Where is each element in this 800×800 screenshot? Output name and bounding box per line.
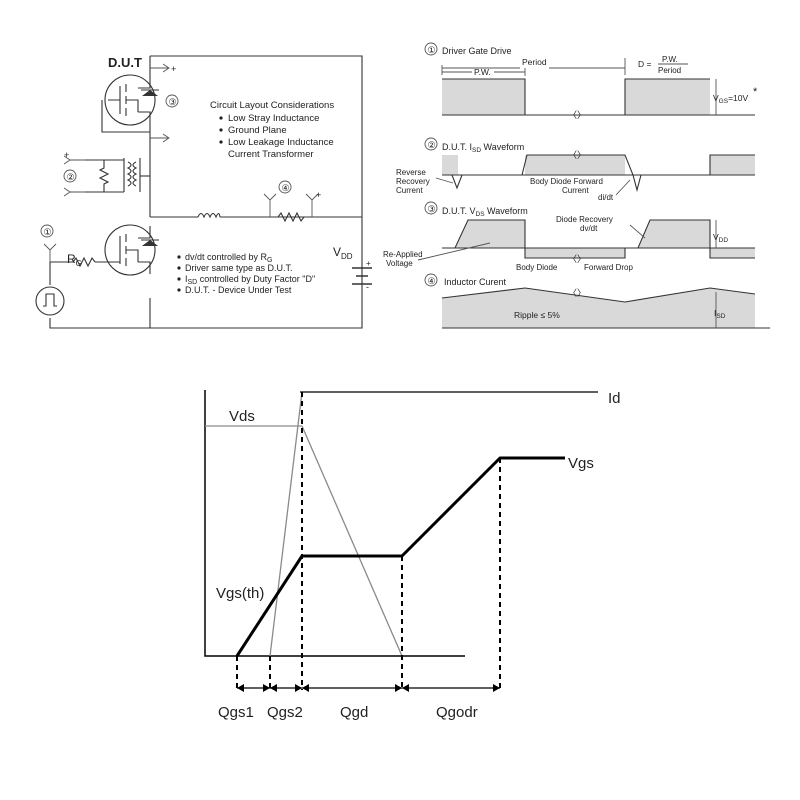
- marker-1: ①: [44, 227, 52, 237]
- svg-text:②: ②: [428, 140, 436, 150]
- svg-text:Current: Current: [562, 186, 589, 195]
- marker-4: ④: [282, 183, 290, 193]
- isd-label: ISD: [714, 308, 726, 320]
- svg-text:Recovery: Recovery: [396, 177, 430, 186]
- svg-text:〈〉: 〈〉: [568, 110, 586, 120]
- diode-recovery-label: Diode Recovery: [556, 215, 613, 224]
- marker-3-circle: [165, 94, 179, 108]
- vdd-label: VDD: [333, 245, 353, 261]
- driver-resistor: [85, 159, 124, 193]
- driver-mosfet: [104, 224, 156, 276]
- gate-charge-diagram: Id Vds Vgs Vgs(th) Qgs1 Qgs2 Qgd Qgodr: [204, 390, 621, 721]
- body-diode-upper: [142, 90, 158, 96]
- isd-wave: [442, 154, 755, 193]
- bullet: [177, 255, 181, 259]
- gate-drive-wave: [442, 78, 755, 116]
- inductor-symbol: [197, 212, 221, 219]
- svg-text:①: ①: [428, 45, 436, 55]
- svg-text:D =: D =: [638, 59, 652, 69]
- bullet: [219, 128, 223, 132]
- vds-wave: [442, 219, 755, 259]
- plus-label: +: [316, 190, 321, 200]
- bullet: [177, 288, 181, 292]
- svg-text:Voltage: Voltage: [386, 259, 413, 268]
- vgs-10v-label: VGS=10V: [713, 93, 748, 105]
- vds-fall: [301, 425, 403, 657]
- consideration-item: Current Transformer: [228, 149, 314, 160]
- reverse-recovery-label: Reverse: [396, 168, 426, 177]
- rg-label: RG: [67, 252, 82, 268]
- vgs-th-label: Vgs(th): [216, 585, 264, 602]
- qgodr-label: Qgodr: [436, 704, 478, 721]
- svg-text:*: *: [753, 86, 758, 98]
- svg-text:Period: Period: [658, 66, 681, 75]
- svg-text:+: +: [171, 64, 176, 74]
- inductor-current-wave: [441, 287, 770, 329]
- bullet: [177, 266, 181, 270]
- marker-1-circle: [40, 224, 54, 238]
- id-label: Id: [608, 390, 621, 407]
- vds-label: Vds: [229, 408, 255, 425]
- gate-drive-title: Driver Gate Drive: [442, 46, 512, 56]
- transformer-coil-left: [126, 161, 132, 187]
- svg-text:+: +: [64, 150, 69, 160]
- test-circuit: + ④ VDD + - + D.U.T ③ + ②: [35, 55, 372, 329]
- consideration-item: Low Stray Inductance: [228, 113, 319, 124]
- vds-waveform-title: D.U.T. VDS Waveform: [442, 206, 528, 218]
- svg-text:Current: Current: [396, 186, 423, 195]
- bullet: [219, 116, 223, 120]
- svg-text:-: -: [366, 282, 369, 292]
- bullet: [177, 277, 181, 281]
- qgs2-label: Qgs2: [267, 704, 303, 721]
- body-diode-drop-label: Body Diode: [516, 263, 558, 272]
- dut-label: D.U.T: [108, 55, 142, 70]
- marker-3: ③: [169, 97, 177, 107]
- svg-text:Forward Drop: Forward Drop: [584, 263, 633, 272]
- considerations-title: Circuit Layout Considerations: [210, 100, 334, 111]
- body-diode-lower: [142, 240, 158, 246]
- inductor-current-title: Inductor Curent: [444, 277, 507, 287]
- qgd-label: Qgd: [340, 704, 368, 721]
- marker-2: ②: [67, 172, 75, 182]
- vdd-label-wave: VDD: [713, 232, 728, 244]
- gc-axes: [204, 390, 465, 657]
- ripple-label: Ripple ≤ 5%: [514, 310, 560, 320]
- resistor-symbol: [268, 211, 315, 223]
- note-item: dv/dt controlled by RG: [185, 252, 273, 264]
- svg-text:〈〉: 〈〉: [568, 150, 586, 160]
- id-rise: [269, 391, 303, 657]
- consideration-item: Low Leakage Inductance: [228, 137, 334, 148]
- marker-2-circle: [63, 169, 77, 183]
- duty-formula: P.W.: [662, 55, 678, 64]
- body-diode-forward-label: Body Diode Forward: [530, 177, 603, 186]
- waveforms-panel: ① Driver Gate Drive Period P.W. D = P.W.…: [383, 42, 770, 329]
- reapplied-voltage-label: Re-Applied: [383, 250, 423, 259]
- qgs1-label: Qgs1: [218, 704, 254, 721]
- battery-symbol: [352, 267, 372, 285]
- vgs-label: Vgs: [568, 455, 594, 472]
- gate-resistor-rg: [65, 256, 120, 268]
- note-item: D.U.T. - Device Under Test: [185, 285, 292, 295]
- bullet: [219, 140, 223, 144]
- note-item: ISD controlled by Duty Factor "D": [185, 274, 315, 286]
- isd-waveform-title: D.U.T. ISD Waveform: [442, 142, 524, 154]
- dut-mosfet: [104, 74, 156, 126]
- svg-text:③: ③: [428, 204, 436, 214]
- period-label: Period: [522, 57, 547, 67]
- consideration-item: Ground Plane: [228, 125, 287, 136]
- svg-text:〈〉: 〈〉: [568, 254, 586, 264]
- pw-label: P.W.: [474, 67, 491, 77]
- svg-text:dv/dt: dv/dt: [580, 224, 598, 233]
- marker-4-circle: [278, 180, 292, 194]
- note-item: Driver same type as D.U.T.: [185, 263, 293, 273]
- didt-label: di/dt: [598, 193, 614, 202]
- pulse-generator: [35, 286, 65, 316]
- svg-text:+: +: [366, 259, 371, 268]
- svg-text:〈〉: 〈〉: [568, 288, 586, 298]
- svg-text:④: ④: [428, 276, 436, 286]
